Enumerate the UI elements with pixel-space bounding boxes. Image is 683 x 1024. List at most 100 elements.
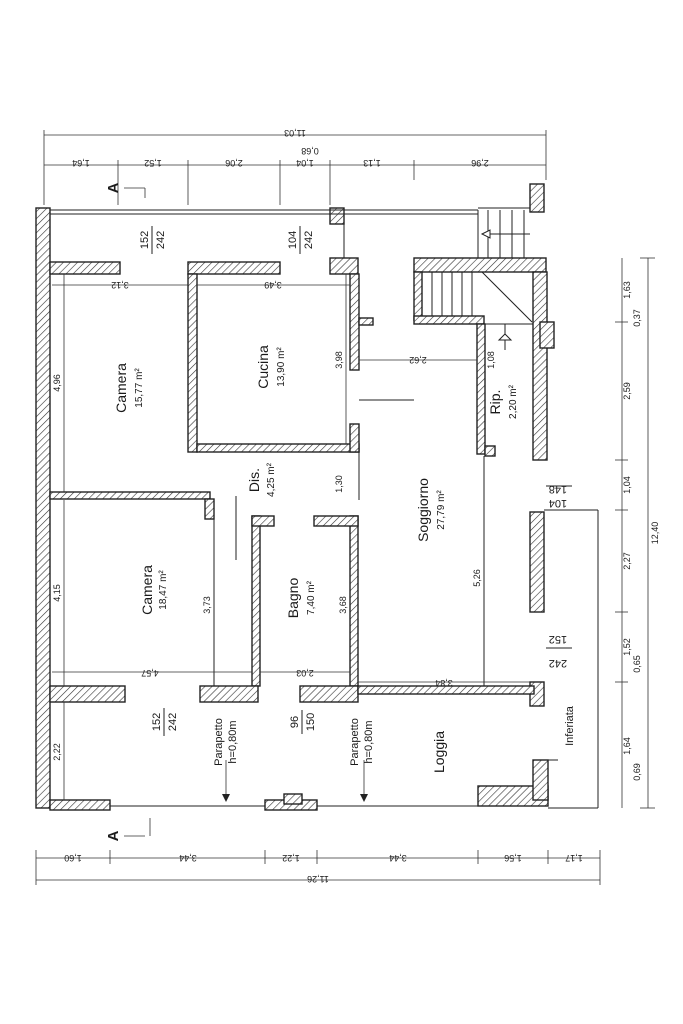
dim-bottom-total: 11,26 (307, 874, 329, 884)
dim-camera-bottom-h: 4,15 (52, 584, 62, 602)
opening-bagno-h: 150 (305, 713, 317, 731)
opening-soggiorno-bottom-h: 242 (549, 657, 567, 669)
dim-bagno-w: 2,03 (296, 668, 314, 678)
wall-left (35, 207, 51, 809)
wall-rip-left (476, 323, 486, 455)
wall-stub (358, 317, 374, 326)
dim-cucina-h: 3,98 (334, 351, 344, 369)
dim-camera-top-h: 4,96 (52, 374, 62, 392)
wall-cucina-bottom (196, 443, 360, 453)
stairs-inside (421, 271, 533, 350)
room-rip-name: Rip. (487, 390, 503, 415)
dim-bottom-4: 3,44 (389, 853, 407, 863)
wall-stair-bottom (413, 315, 485, 325)
dim-rip-w: 2,62 (409, 355, 427, 365)
room-soggiorno-area: 27,79 m² (436, 490, 447, 530)
room-rip-area: 2,20 m² (508, 384, 519, 419)
stair-arrow-icon (480, 229, 491, 239)
opening-camera-top-w: 152 (139, 231, 151, 249)
opening-soggiorno-bottom-w: 152 (549, 633, 567, 645)
room-dis-area: 4,25 m² (266, 462, 277, 497)
opening-soggiorno-top-w: 148 (549, 483, 567, 495)
dim-right-small-3: 0,69 (632, 763, 642, 781)
section-marker-top: A (105, 182, 122, 193)
dim-bottom-3: 1,22 (282, 853, 300, 863)
wall-cucina-right-2 (349, 423, 360, 453)
room-soggiorno-name: Soggiorno (415, 478, 431, 542)
wall-bagno-right (349, 515, 359, 687)
opening-camera-top-h: 242 (155, 231, 167, 249)
parapetto-right-label: Parapetto (349, 718, 361, 766)
dim-top-2: 1,52 (144, 158, 162, 168)
wall-loggia-1 (49, 685, 126, 703)
opening-camera-bottom-w: 152 (151, 713, 163, 731)
room-camera-top-area: 15,77 m² (134, 368, 145, 408)
wall-top-3 (329, 257, 359, 275)
dim-top-5: 1,13 (363, 158, 381, 168)
room-camera-top-name: Camera (113, 363, 129, 413)
inferriata-label: Inferiata (564, 705, 576, 746)
room-cucina-area: 13,90 m² (276, 347, 287, 387)
dim-dis-h: 1,30 (334, 475, 344, 493)
dim-right-small-2: 0,65 (632, 655, 642, 673)
opening-cucina-w: 104 (287, 231, 299, 249)
wall-bagno-left (251, 515, 261, 687)
wall-rip-corner (484, 445, 496, 457)
opening-bagno-w: 96 (289, 716, 301, 728)
dim-top-3: 2,06 (225, 158, 243, 168)
wall-loggia-right-post (532, 759, 549, 801)
dim-bottom-1: 1,60 (64, 853, 82, 863)
wall-balcony-post (329, 207, 345, 225)
room-cucina-name: Cucina (255, 345, 271, 389)
dim-top-small: 0,68 (301, 146, 319, 156)
dim-right-6: 1,64 (622, 737, 632, 755)
room-bagno-area: 7,40 m² (306, 580, 317, 615)
wall-loggia-3 (299, 685, 359, 703)
dim-right-1: 1,63 (622, 281, 632, 299)
balcony-outline (50, 207, 530, 258)
dim-lines (35, 130, 655, 885)
opening-cucina-h: 242 (303, 231, 315, 249)
loggia-railing (110, 509, 599, 809)
dim-right-total: 12,40 (650, 522, 660, 545)
parapetto-left-label: Parapetto (213, 718, 225, 766)
parapetto-left-height: h=0,80m (227, 720, 239, 763)
dim-camera-bottom-inner: 3,73 (202, 596, 212, 614)
opening-soggiorno-top-h: 104 (549, 497, 567, 509)
wall-right-1 (532, 271, 548, 461)
section-marker-bottom: A (105, 830, 122, 841)
wall-loggia-left (49, 799, 111, 811)
room-bagno-name: Bagno (285, 578, 301, 619)
dim-bottom-2: 3,44 (179, 853, 197, 863)
dim-right-3: 1,04 (622, 476, 632, 494)
parapetto-right-height: h=0,80m (363, 720, 375, 763)
dim-right-5: 1,52 (622, 638, 632, 656)
room-loggia-name: Loggia (431, 731, 447, 773)
wall-right-2 (529, 511, 545, 613)
wall-stair-left (413, 271, 423, 321)
dim-rip-h: 1,08 (486, 351, 496, 369)
dim-top-4: 1,04 (296, 158, 314, 168)
dim-loggia-h: 2,22 (52, 743, 62, 761)
dim-bottom-5: 1,56 (504, 853, 522, 863)
wall-cucina-right-1 (349, 273, 360, 371)
dim-top-6: 2,96 (471, 158, 489, 168)
wall-stair-post (529, 183, 545, 213)
stairs-outside (480, 210, 530, 258)
wall-loggia-mid-top (283, 793, 303, 805)
opening-camera-bottom-h: 242 (167, 713, 179, 731)
dim-camera-top-w: 3,12 (111, 280, 129, 290)
dim-cucina-w: 3,49 (264, 280, 282, 290)
dim-bottom-6: 1,17 (565, 853, 583, 863)
wall-bagno-left-cap (251, 515, 275, 527)
dim-camera-bottom-w: 4,57 (141, 668, 159, 678)
misc-lines (213, 399, 485, 686)
wall-camera2-stub (204, 498, 215, 520)
dim-right-small-1: 0,37 (632, 309, 642, 327)
room-camera-bottom-area: 18,47 m² (158, 570, 169, 610)
dim-soggiorno-h: 5,26 (472, 569, 482, 587)
dim-right-2: 2,59 (622, 382, 632, 400)
room-camera-bottom-name: Camera (139, 565, 155, 615)
dim-soggiorno-w: 3,84 (435, 678, 453, 688)
